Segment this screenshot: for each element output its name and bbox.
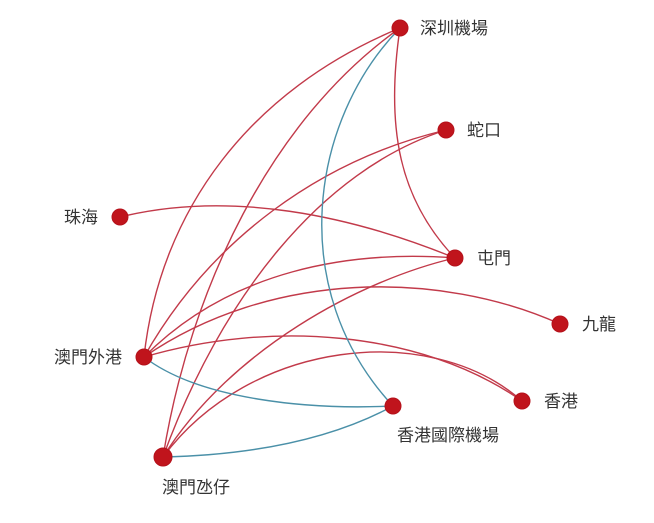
label-hong-kong: 香港 [544,392,578,412]
node-shekou [437,121,455,139]
node-shenzhen-airport [391,19,409,37]
edge-macau-taipa-to-hk-intl-airport [162,405,394,458]
edge-macau-taipa-to-tuen-mun [162,257,456,458]
route-edges [119,27,561,458]
node-kowloon [551,315,569,333]
route-nodes [111,19,569,467]
edge-macau-taipa-to-hong-kong [162,351,523,458]
edge-macau-taipa-to-shenzhen-airport [162,27,401,458]
label-shekou: 蛇口 [467,121,501,141]
edge-macau-outer-harbour-to-tuen-mun [143,255,456,358]
label-macau-taipa: 澳門氹仔 [162,478,230,498]
node-tuen-mun [446,249,464,267]
edge-macau-outer-harbour-to-kowloon [143,286,561,358]
label-kowloon: 九龍 [582,315,616,335]
label-hk-intl-airport: 香港國際機場 [397,426,499,446]
label-zhuhai: 珠海 [64,208,98,228]
edge-macau-outer-harbour-to-shenzhen-airport [143,27,401,358]
edge-macau-outer-harbour-to-hong-kong [143,335,523,402]
node-hk-intl-airport [384,397,402,415]
node-zhuhai [111,208,129,226]
label-macau-outer-harbour: 澳門外港 [54,348,122,368]
edge-shenzhen-airport-to-hk-intl-airport [321,27,401,407]
node-macau-outer-harbour [135,348,153,366]
node-hong-kong [513,392,531,410]
edge-shenzhen-airport-to-tuen-mun [393,27,456,259]
edge-macau-outer-harbour-to-hk-intl-airport [143,356,394,408]
edge-macau-taipa-to-shekou [162,129,447,458]
label-shenzhen-airport: 深圳機場 [420,19,488,39]
node-macau-taipa [153,447,173,467]
edge-zhuhai-to-tuen-mun [119,205,456,259]
edge-macau-outer-harbour-to-shekou [143,129,447,358]
label-tuen-mun: 屯門 [477,249,511,269]
